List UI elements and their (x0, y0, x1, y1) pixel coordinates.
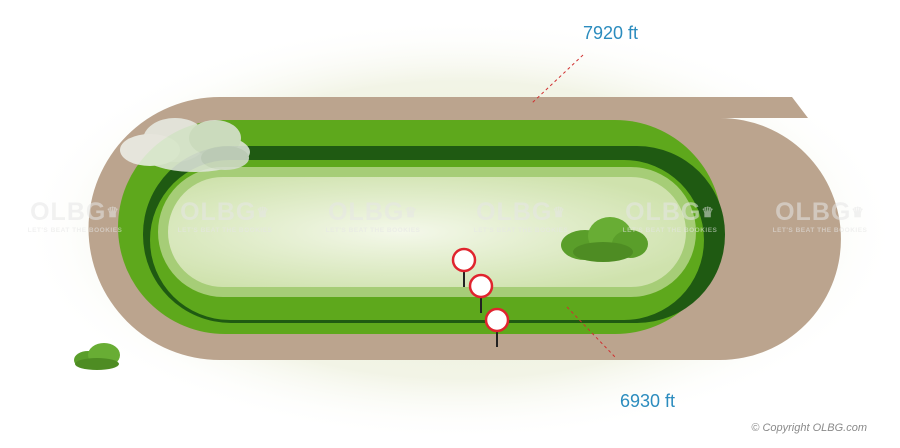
bush-corner (74, 343, 120, 370)
infield (168, 177, 686, 287)
copyright-notice: © Copyright OLBG.com (751, 422, 867, 434)
watermark-logo: OLBG♛ LET'S BEAT THE BOOKIES (473, 198, 569, 235)
watermark-logo: OLBG♛ LET'S BEAT THE BOOKIES (27, 198, 123, 235)
bush-infield (561, 217, 648, 262)
cloud-illustration (120, 118, 250, 172)
distance-pole-1 (451, 247, 477, 287)
watermark-logo: OLBG♛ LET'S BEAT THE BOOKIES (772, 198, 868, 235)
watermark-logo: OLBG♛ LET'S BEAT THE BOOKIES (177, 198, 273, 235)
watermark-logo: OLBG♛ LET'S BEAT THE BOOKIES (622, 198, 718, 235)
watermark-logo: OLBG♛ LET'S BEAT THE BOOKIES (325, 198, 421, 235)
outer-track-distance-label: 7920 ft (583, 23, 639, 43)
inner-track-distance-label: 6930 ft (620, 391, 676, 411)
distance-pole-3 (484, 307, 510, 347)
distance-pole-2 (468, 273, 494, 313)
